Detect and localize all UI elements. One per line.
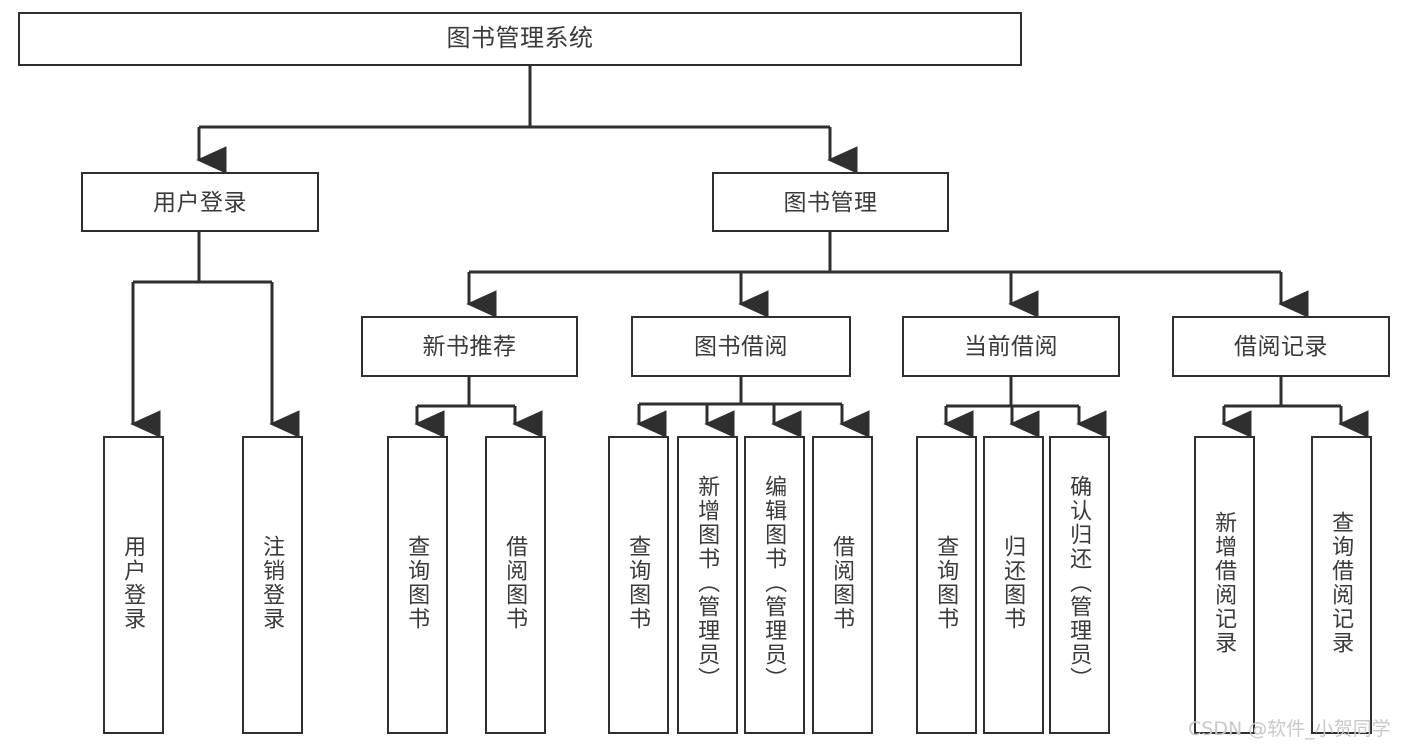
node-label: 确认归还（管理员） xyxy=(1067,475,1093,691)
leaf-borrow-record-query[interactable]: 查询借阅记录 xyxy=(1311,436,1372,734)
csdn-watermark: CSDN @软件_小贺同学 xyxy=(1188,718,1391,740)
leaf-current-borrow-confirm-return[interactable]: 确认归还（管理员） xyxy=(1049,436,1110,734)
node-label: 借阅图书 xyxy=(503,535,529,631)
node-label: 查询借阅记录 xyxy=(1329,511,1355,655)
node-label: 用户登录 xyxy=(121,535,147,631)
node-label: 编辑图书（管理员） xyxy=(762,475,788,691)
leaf-new-book-query[interactable]: 查询图书 xyxy=(387,436,448,734)
node-label: 图书管理系统 xyxy=(446,25,594,52)
leaf-new-book-borrow[interactable]: 借阅图书 xyxy=(485,436,546,734)
leaf-borrow-record-add[interactable]: 新增借阅记录 xyxy=(1194,436,1255,734)
node-label: 新增图书（管理员） xyxy=(695,475,721,691)
node-user-login[interactable]: 用户登录 xyxy=(81,172,319,232)
node-book-borrow[interactable]: 图书借阅 xyxy=(631,316,851,377)
leaf-current-borrow-query[interactable]: 查询图书 xyxy=(916,436,977,734)
node-label: 图书管理 xyxy=(783,188,878,215)
node-book-management[interactable]: 图书管理 xyxy=(712,172,949,232)
leaf-user-login-login[interactable]: 用户登录 xyxy=(103,436,164,734)
node-current-borrow[interactable]: 当前借阅 xyxy=(902,316,1120,377)
node-label: 新书推荐 xyxy=(422,333,517,359)
leaf-book-borrow-add[interactable]: 新增图书（管理员） xyxy=(677,436,738,734)
node-label: 用户登录 xyxy=(153,188,247,215)
leaf-book-borrow-edit[interactable]: 编辑图书（管理员） xyxy=(744,436,805,734)
node-label: 当前借阅 xyxy=(964,333,1058,359)
node-label: 查询图书 xyxy=(626,535,652,631)
node-root-book-management-system[interactable]: 图书管理系统 xyxy=(18,12,1022,66)
node-label: 查询图书 xyxy=(934,535,960,631)
leaf-book-borrow-query[interactable]: 查询图书 xyxy=(608,436,669,734)
leaf-current-borrow-return[interactable]: 归还图书 xyxy=(983,436,1044,734)
leaf-book-borrow-borrow[interactable]: 借阅图书 xyxy=(812,436,873,734)
node-label: 借阅图书 xyxy=(830,535,856,631)
node-borrow-record[interactable]: 借阅记录 xyxy=(1172,316,1390,377)
node-label: 查询图书 xyxy=(405,535,431,631)
leaf-user-login-logout[interactable]: 注销登录 xyxy=(242,436,303,734)
node-label: 注销登录 xyxy=(260,535,286,631)
node-new-book-recommend[interactable]: 新书推荐 xyxy=(361,316,578,377)
node-label: 借阅记录 xyxy=(1234,333,1328,359)
node-label: 图书借阅 xyxy=(694,333,788,359)
node-label: 归还图书 xyxy=(1001,535,1027,631)
node-label: 新增借阅记录 xyxy=(1212,511,1238,655)
